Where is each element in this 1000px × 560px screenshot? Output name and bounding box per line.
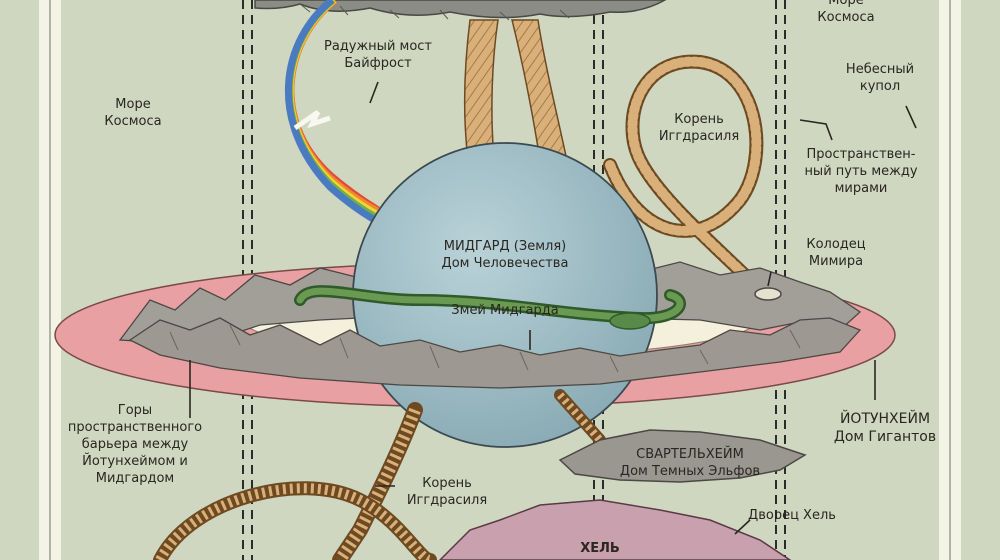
root-icon xyxy=(511,19,567,161)
mountain-icon xyxy=(128,317,862,389)
label-line: Йотунхеймом и xyxy=(82,454,188,469)
label-line: Корень xyxy=(422,476,472,491)
label-line: Море xyxy=(828,0,864,8)
label-line: Дом Темных Эльфов xyxy=(619,464,761,479)
label-line: купол xyxy=(859,79,901,94)
label-line: Горы xyxy=(117,403,153,418)
well-icon xyxy=(754,287,782,301)
label-line: Байфрост xyxy=(344,56,412,71)
label-line: Дом Гигантов xyxy=(833,429,937,445)
label-line: Небесный xyxy=(845,62,915,77)
label-line: Мимира xyxy=(808,254,864,269)
label-line: Пространствен- xyxy=(806,147,916,162)
label-line: Дворец Хель xyxy=(748,508,836,523)
label-line: ный путь между xyxy=(804,164,918,179)
label-line: ЙОТУНХЕЙМ xyxy=(839,411,931,427)
label-line: Колодец xyxy=(806,237,866,252)
root-icon xyxy=(463,19,499,161)
label-mountains: Горы пространственного барьера между Йот… xyxy=(50,402,220,487)
label-jotunheim: ЙОТУНХЕЙМ Дом Гигантов xyxy=(820,410,950,446)
label-sea-left: Море Космоса xyxy=(93,96,173,130)
label-line: Змей Мидгарда xyxy=(451,303,559,318)
label-line: Корень xyxy=(674,112,724,127)
label-heaven-dome: Небесный купол xyxy=(830,61,930,95)
label-line: МИДГАРД (Земля) xyxy=(443,239,567,254)
rainbow-icon xyxy=(285,0,384,228)
label-line: Мидгардом xyxy=(95,471,175,486)
label-mimir-well: Колодец Мимира xyxy=(786,236,886,270)
label-midgard-serpent: Змей Мидгарда xyxy=(430,302,580,319)
label-line: Космоса xyxy=(104,114,162,129)
label-svartalfheim: СВАРТЕЛЬХЕЙМ Дом Темных Эльфов xyxy=(595,446,785,480)
label-line: Иггдрасиля xyxy=(406,493,488,508)
label-line: Море xyxy=(115,97,151,112)
label-root-top: Корень Иггдрасиля xyxy=(644,111,754,145)
label-midgard: МИДГАРД (Земля) Дом Человечества xyxy=(420,238,590,272)
mountain-icon xyxy=(438,499,792,560)
label-line: Радужный мост xyxy=(323,39,433,54)
cloud-icon xyxy=(558,429,807,483)
label-line: СВАРТЕЛЬХЕЙМ xyxy=(636,447,744,462)
label-line: Дом Человечества xyxy=(441,256,569,271)
label-line: ХЕЛЬ xyxy=(580,541,620,556)
label-rainbow-bridge: Радужный мост Байфрост xyxy=(318,38,438,72)
label-line: мирами xyxy=(834,181,888,196)
label-line: Космоса xyxy=(817,10,875,25)
label-root-bottom: Корень Иггдрасиля xyxy=(392,475,502,509)
pointer-arrows xyxy=(189,81,917,535)
label-line: Иггдрасиля xyxy=(658,129,740,144)
label-sea-right: Море Космоса xyxy=(806,0,886,26)
label-line: барьера между xyxy=(81,437,189,452)
root-icon xyxy=(153,481,437,560)
label-line: пространственного xyxy=(67,420,203,435)
label-space-path: Пространствен- ный путь между мирами xyxy=(786,146,936,197)
label-hel: ХЕЛЬ xyxy=(560,540,640,557)
label-hel-palace: Дворец Хель xyxy=(732,507,852,524)
